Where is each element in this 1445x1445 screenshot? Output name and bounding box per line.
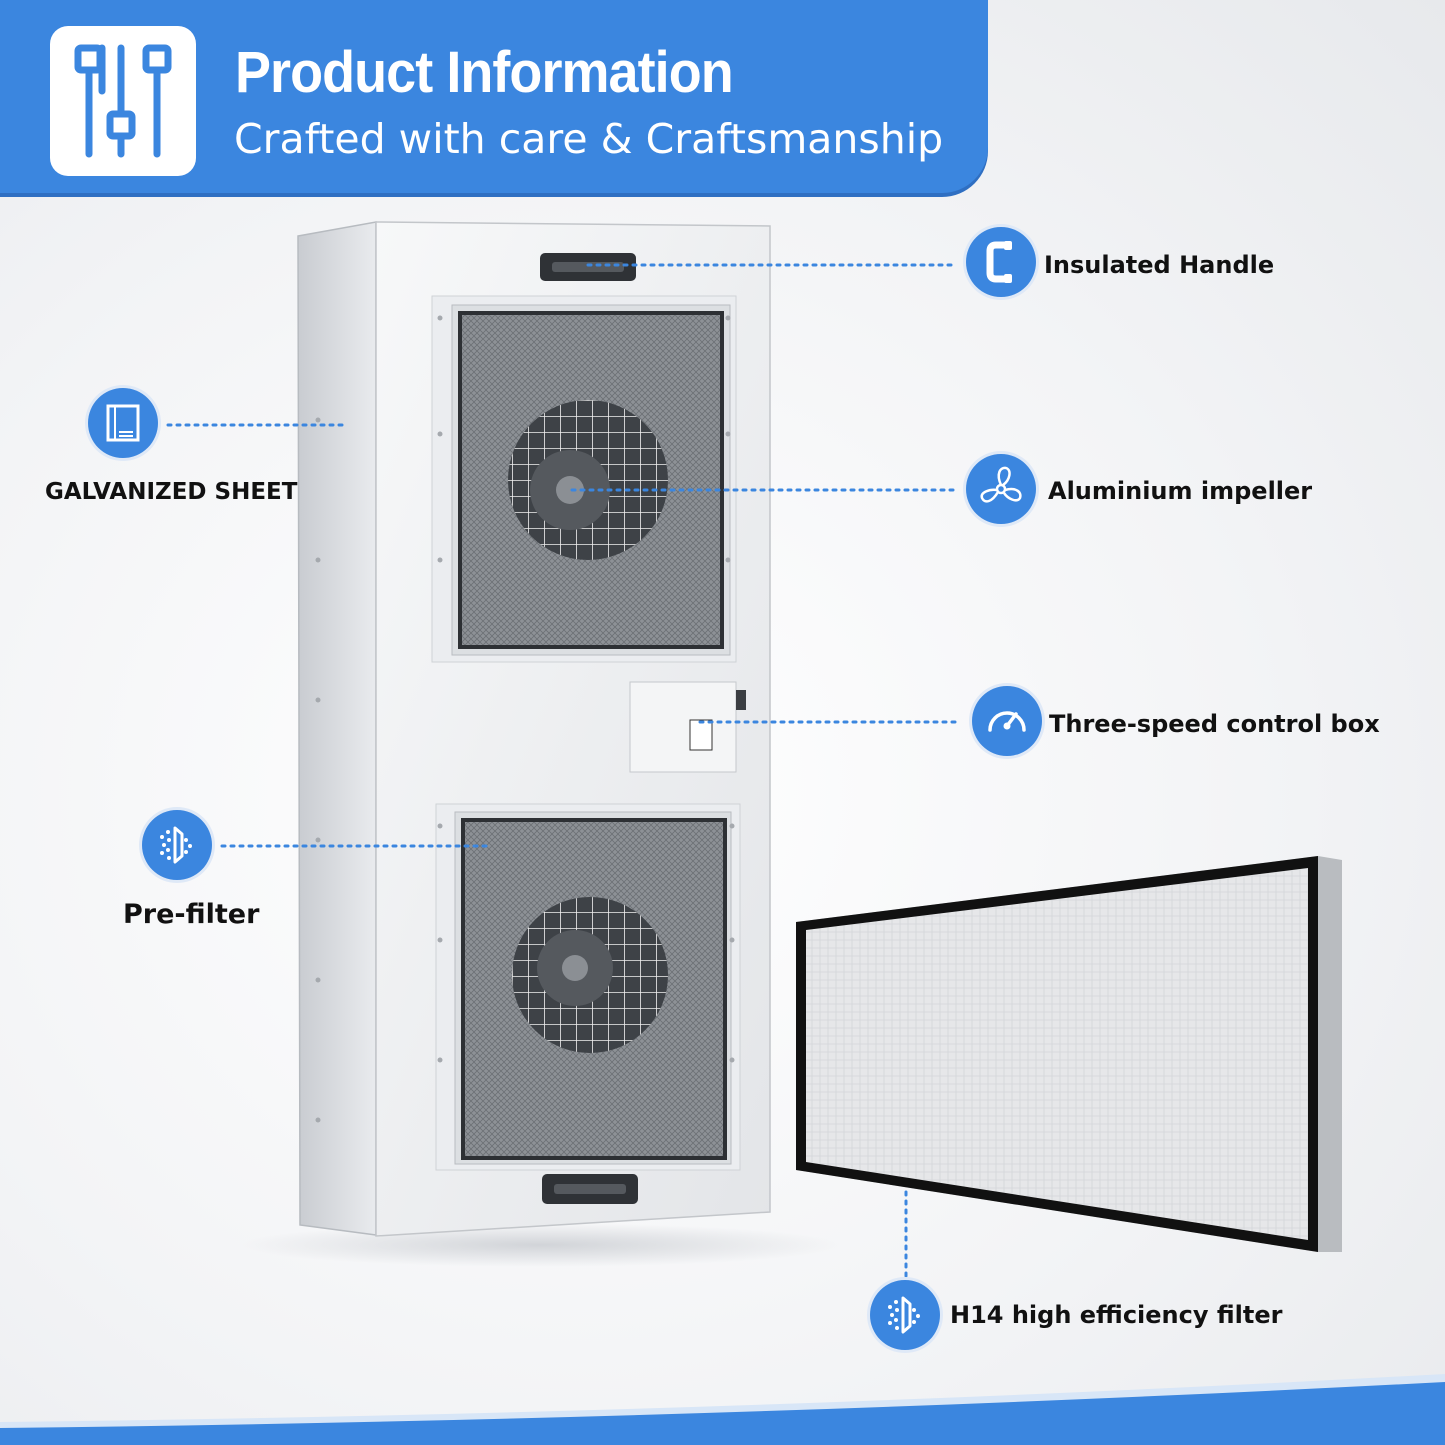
filter-icon (870, 1280, 940, 1350)
label-aluminium-impeller: Aluminium impeller (1048, 477, 1313, 505)
label-galvanized-sheet: GALVANIZED SHEET (45, 479, 298, 505)
bottom-wave (0, 1374, 1445, 1445)
label-insulated-handle: Insulated Handle (1044, 251, 1275, 279)
filter-icon (142, 810, 212, 880)
speedometer-icon (972, 686, 1042, 756)
label-hepa-filter: H14 high efficiency filter (950, 1301, 1283, 1329)
fan-icon (966, 454, 1036, 524)
header-banner: Product Information Crafted with care & … (0, 0, 988, 193)
handle-icon (966, 227, 1036, 297)
sheet-icon (88, 388, 158, 458)
label-control-box: Three-speed control box (1049, 710, 1380, 738)
tools-icon (50, 26, 196, 176)
label-pre-filter: Pre-filter (123, 899, 260, 930)
page-subtitle: Crafted with care & Craftsmanship (234, 115, 944, 163)
page-title: Product Information (235, 40, 734, 105)
